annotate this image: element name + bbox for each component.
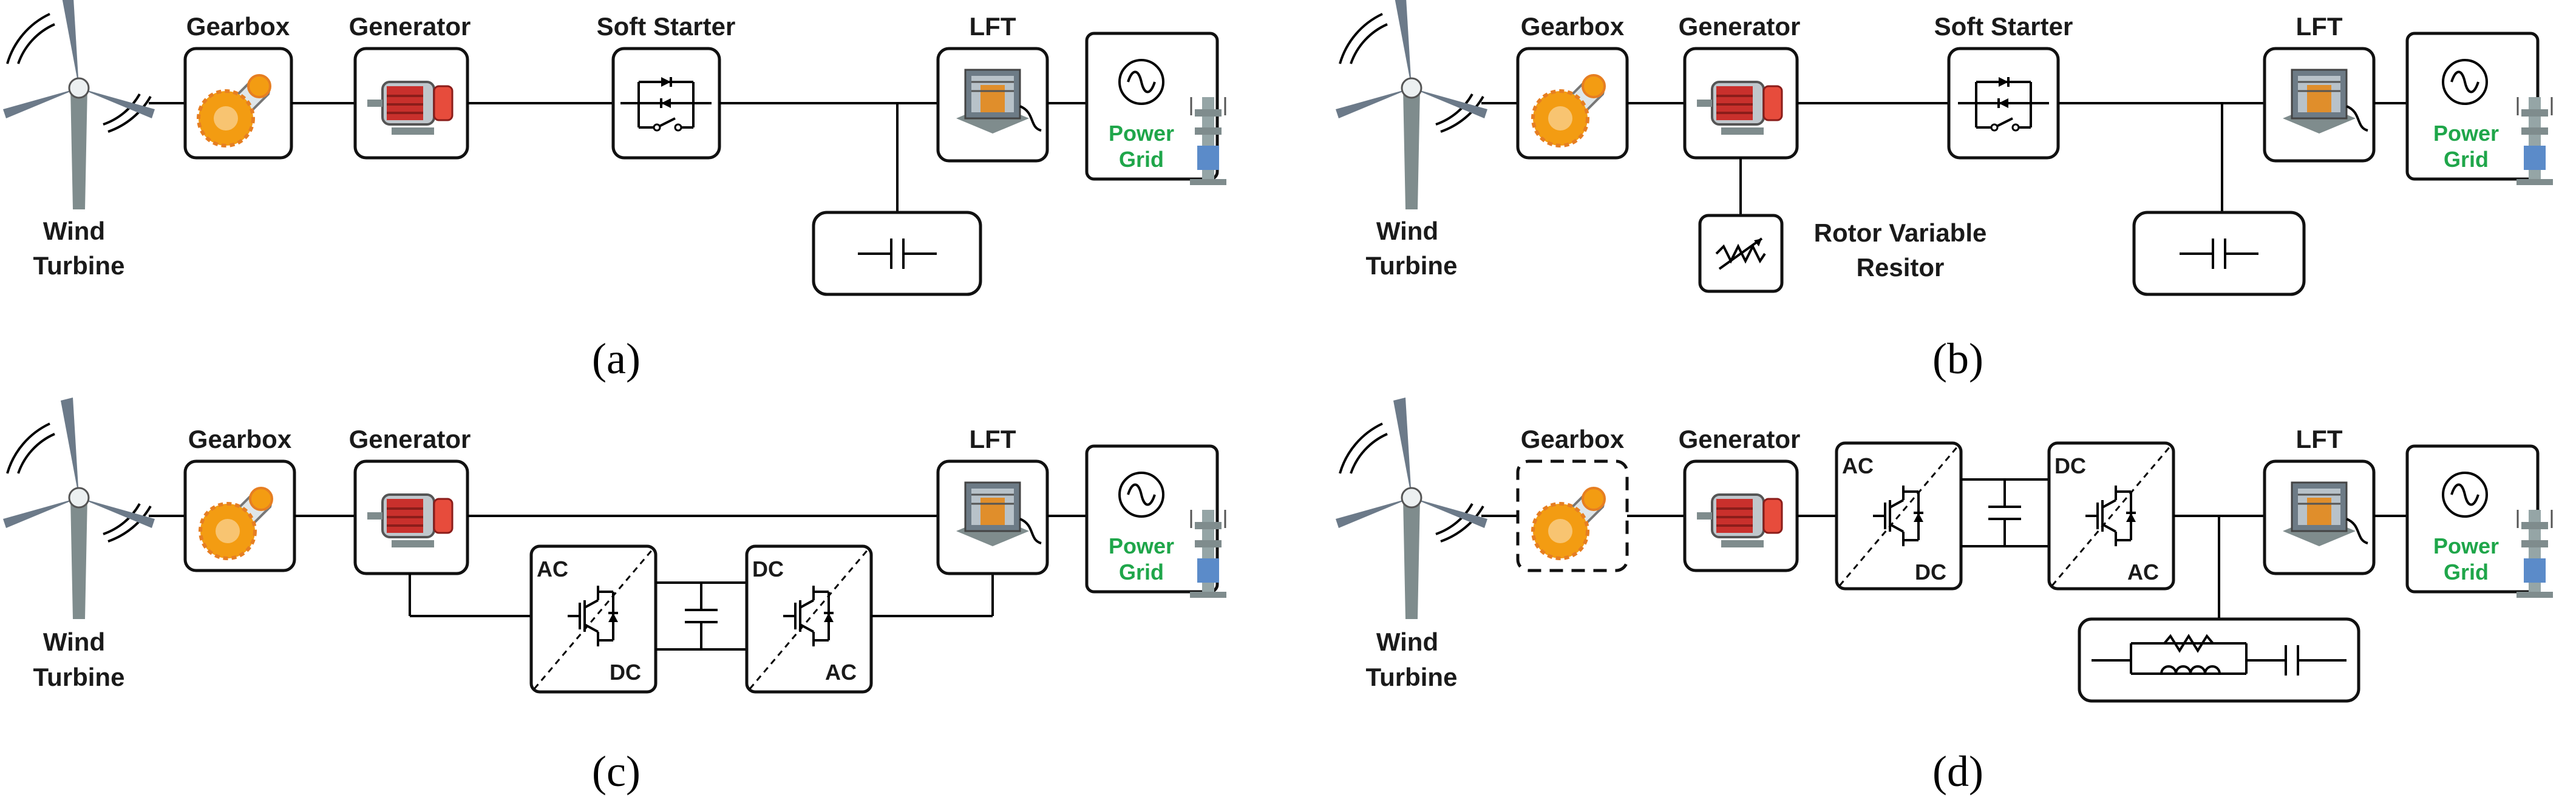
rl-filter-icon	[2092, 634, 2347, 676]
power-grid-label-line1: Power	[2433, 121, 2499, 146]
generator-label: Generator	[349, 425, 471, 453]
caption-c: (c)	[592, 747, 641, 796]
wind-label-line2: Turbine	[1366, 663, 1458, 691]
converter1-bottom-label: DC	[610, 660, 641, 685]
wind-turbine-icon	[2, 0, 156, 211]
wind-turbine-icon	[2, 396, 156, 620]
caption-b: (b)	[1932, 334, 1983, 383]
filter-box	[2078, 617, 2360, 703]
wind-turbine-icon	[1334, 0, 1489, 211]
sine-wave-icon	[1118, 472, 1164, 518]
wind-label-line1: Wind	[43, 217, 105, 245]
wind-label-line2: Turbine	[33, 663, 125, 691]
converter2-top-label: DC	[752, 557, 784, 581]
gearbox-label: Gearbox	[186, 12, 290, 41]
sine-wave-icon	[1118, 59, 1164, 105]
gearbox-label: Gearbox	[1521, 12, 1625, 41]
wind-turbine-icon	[1334, 396, 1489, 620]
sine-wave-icon	[2442, 472, 2488, 518]
converter2-top-label: DC	[2054, 453, 2086, 478]
converter1-bottom-label: DC	[1915, 560, 1946, 584]
power-grid-label-line1: Power	[1109, 533, 1174, 558]
converter2-bottom-label: AC	[2127, 560, 2159, 584]
lft-label: LFT	[970, 425, 1016, 453]
power-grid-label-line2: Grid	[1119, 147, 1164, 172]
gearbox-label: Gearbox	[1521, 425, 1625, 453]
panel-c: Gearbox Generator LFT AC DC DC AC Wind T…	[2, 396, 1228, 796]
lft-label: LFT	[2296, 425, 2343, 453]
wind-label-line1: Wind	[1376, 628, 1438, 656]
lft-label: LFT	[970, 12, 1016, 41]
converter1-top-label: AC	[1842, 453, 1874, 478]
soft-starter-label: Soft Starter	[597, 12, 736, 41]
power-grid-label-line2: Grid	[1119, 560, 1164, 584]
rotor-resistor-label-line1: Rotor Variable	[1814, 218, 1987, 247]
power-grid-label-line2: Grid	[2444, 147, 2489, 172]
capacitor-bank-box	[812, 211, 982, 296]
converter1-top-label: AC	[537, 557, 568, 581]
generator-label: Generator	[349, 12, 471, 41]
sine-wave-icon	[2442, 59, 2488, 105]
capacitor-bank-box	[2132, 211, 2306, 296]
power-grid-label-line2: Grid	[2444, 560, 2489, 584]
wind-label-line2: Turbine	[1366, 251, 1458, 280]
soft-starter-label: Soft Starter	[1934, 12, 2073, 41]
power-grid-box	[1085, 444, 1219, 594]
rotor-resistor-label-line2: Resitor	[1857, 253, 1945, 282]
panel-b: Gearbox Generator Soft Starter LFT Rotor…	[1334, 0, 2554, 383]
lft-label: LFT	[2296, 12, 2343, 41]
caption-d: (d)	[1932, 747, 1983, 796]
converter2-bottom-label: AC	[825, 660, 857, 685]
wind-label-line1: Wind	[1376, 217, 1438, 245]
panel-d: Gearbox Generator LFT AC DC DC AC Wind T…	[1334, 396, 2554, 796]
gearbox-label: Gearbox	[188, 425, 292, 453]
generator-label: Generator	[1679, 425, 1801, 453]
caption-a: (a)	[592, 334, 641, 383]
power-grid-label-line1: Power	[2433, 533, 2499, 558]
power-grid-label-line1: Power	[1109, 121, 1174, 146]
wind-label-line1: Wind	[43, 628, 105, 656]
panel-a: Gearbox Generator Soft Starter LFT Wind …	[2, 0, 1228, 383]
power-grid-box	[1085, 32, 1219, 181]
wind-label-line2: Turbine	[33, 251, 125, 280]
generator-label: Generator	[1679, 12, 1801, 41]
